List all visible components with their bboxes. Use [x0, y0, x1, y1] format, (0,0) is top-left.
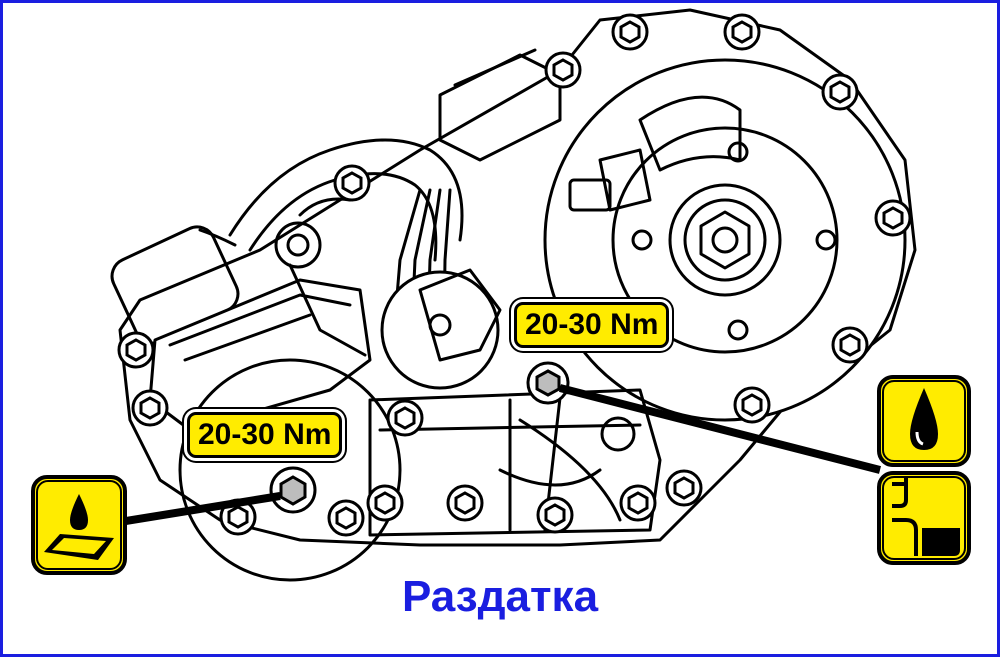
drain-plug-leader-line	[119, 492, 281, 526]
torque-label-fill-plug: 20-30 Nm	[514, 302, 670, 348]
drain-plug	[269, 466, 317, 514]
torque-label-drain-plug: 20-30 Nm	[187, 412, 343, 458]
oil-drain-pan-icon	[31, 475, 127, 575]
fill-plug	[526, 361, 570, 405]
fill-plug-leader-line	[559, 384, 881, 474]
oil-fill-level-icon	[877, 471, 971, 565]
diagram-caption: Раздатка	[401, 572, 599, 621]
oil-drop-icon	[877, 375, 971, 467]
